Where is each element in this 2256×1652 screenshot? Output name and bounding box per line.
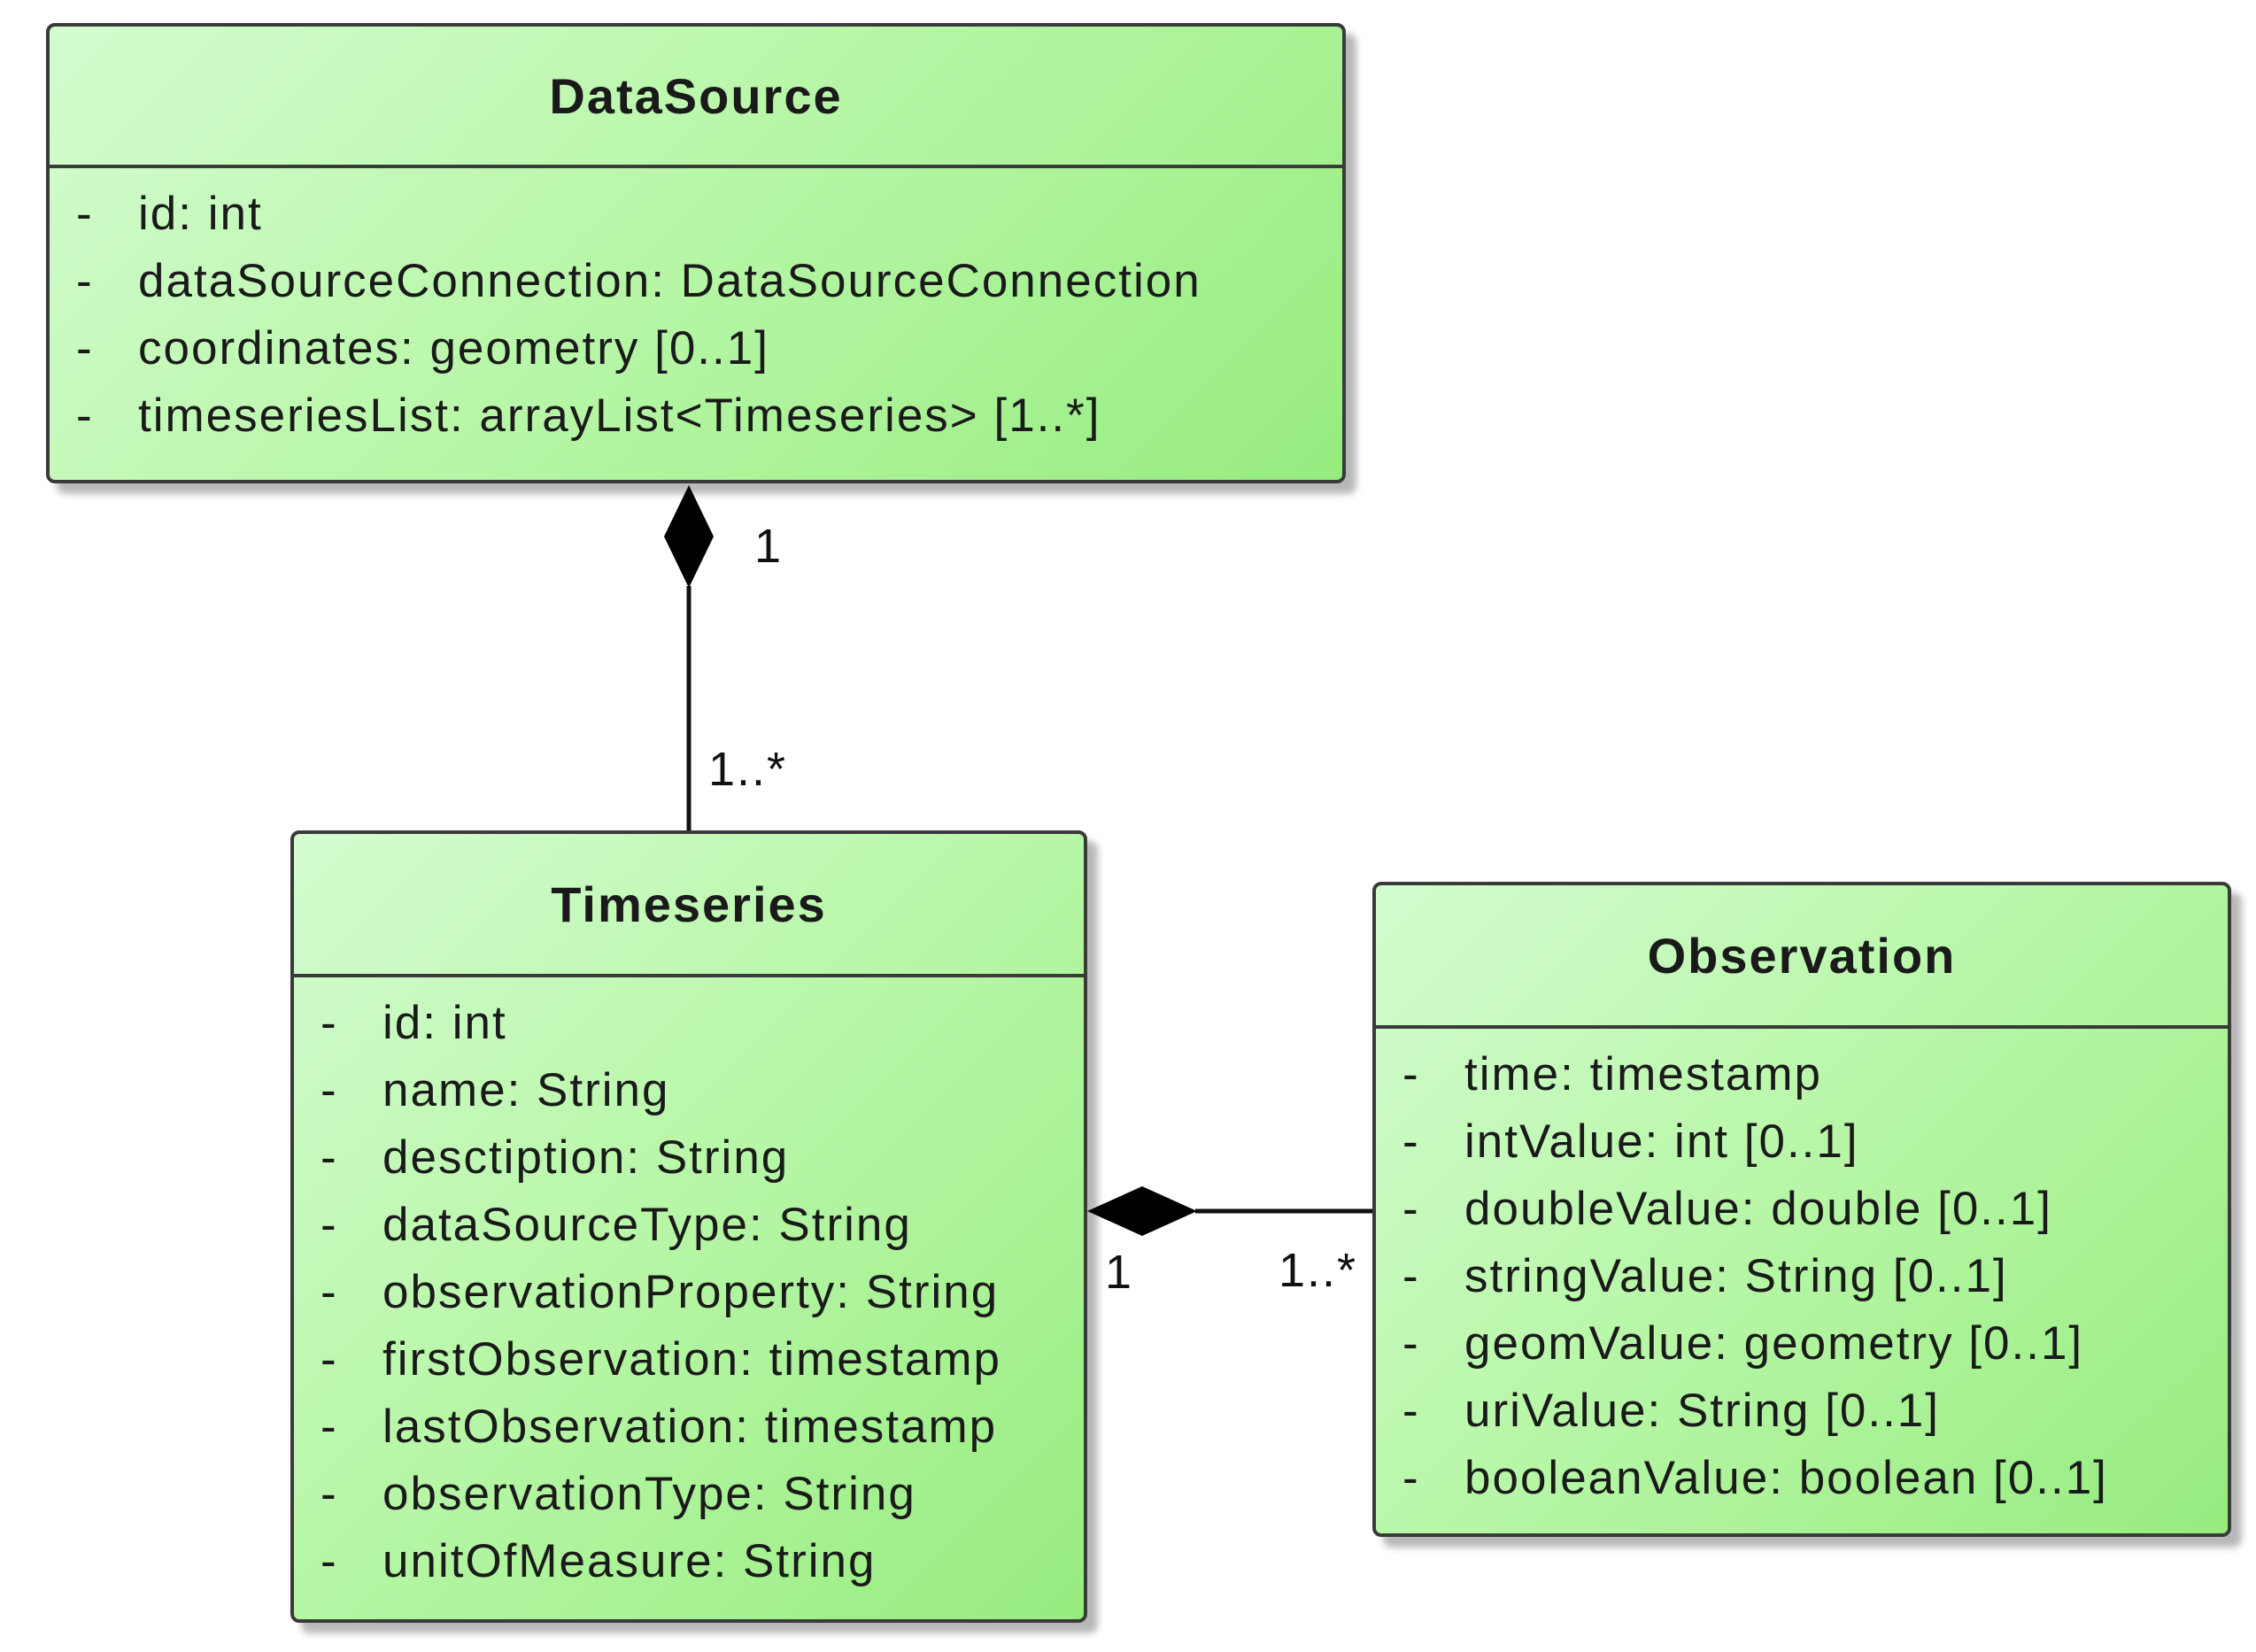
- visibility-marker: -: [1402, 1385, 1420, 1437]
- attribute-row: - uriValue: String [0..1]: [1376, 1378, 2228, 1445]
- attribute-row: - time: timestamp: [1376, 1041, 2228, 1108]
- attribute-row: - desctiption: String: [294, 1124, 1084, 1192]
- attribute-row: - dataSourceType: String: [294, 1192, 1084, 1259]
- visibility-marker: -: [321, 1266, 338, 1318]
- visibility-marker: -: [1402, 1452, 1420, 1504]
- class-timeseries-header: Timeseries: [294, 834, 1084, 977]
- visibility-marker: -: [76, 322, 94, 374]
- attribute-text: desctiption: String: [382, 1131, 790, 1184]
- visibility-marker: -: [321, 1064, 338, 1116]
- attribute-row: - geomValue: geometry [0..1]: [1376, 1310, 2228, 1378]
- attribute-row: - id: int: [294, 990, 1084, 1057]
- class-timeseries[interactable]: Timeseries - id: int - name: String - de…: [290, 830, 1087, 1623]
- class-timeseries-name: Timeseries: [551, 876, 827, 932]
- visibility-marker: -: [76, 188, 94, 240]
- attribute-row: - coordinates: geometry [0..1]: [50, 315, 1342, 382]
- attribute-text: time: timestamp: [1464, 1048, 1823, 1100]
- composition-diamond-timeseries: [1087, 1186, 1197, 1236]
- attribute-row: - doubleValue: double [0..1]: [1376, 1176, 2228, 1243]
- attribute-text: intValue: int [0..1]: [1464, 1115, 1859, 1168]
- attribute-text: unitOfMeasure: String: [382, 1535, 877, 1587]
- class-datasource[interactable]: DataSource - id: int - dataSourceConnect…: [46, 23, 1346, 483]
- class-observation-header: Observation: [1376, 885, 2228, 1029]
- multiplicity-timeseries-composite-end: 1: [1105, 1246, 1134, 1299]
- attribute-row: - unitOfMeasure: String: [294, 1528, 1084, 1595]
- visibility-marker: -: [1402, 1115, 1420, 1168]
- attribute-text: stringValue: String [0..1]: [1464, 1250, 2008, 1302]
- attribute-text: lastObservation: timestamp: [382, 1401, 998, 1453]
- attribute-text: observationType: String: [382, 1468, 916, 1520]
- attribute-row: - observationType: String: [294, 1461, 1084, 1528]
- visibility-marker: -: [76, 255, 94, 307]
- class-datasource-name: DataSource: [549, 67, 843, 124]
- attribute-text: booleanValue: boolean [0..1]: [1464, 1452, 2108, 1504]
- visibility-marker: -: [321, 997, 338, 1049]
- attribute-row: - timeseriesList: arrayList<Timeseries> …: [50, 382, 1342, 450]
- attribute-text: uriValue: String [0..1]: [1464, 1385, 1941, 1437]
- class-timeseries-attributes: - id: int - name: String - desctiption: …: [294, 977, 1084, 1595]
- visibility-marker: -: [321, 1131, 338, 1184]
- attribute-row: - name: String: [294, 1057, 1084, 1124]
- attribute-row: - stringValue: String [0..1]: [1376, 1243, 2228, 1310]
- composition-diamond-datasource: [664, 485, 714, 588]
- visibility-marker: -: [321, 1401, 338, 1453]
- class-observation[interactable]: Observation - time: timestamp - intValue…: [1372, 882, 2231, 1537]
- attribute-row: - lastObservation: timestamp: [294, 1393, 1084, 1461]
- attribute-text: id: int: [138, 188, 263, 240]
- attribute-text: id: int: [382, 997, 507, 1049]
- attribute-text: firstObservation: timestamp: [382, 1333, 1002, 1386]
- attribute-text: observationProperty: String: [382, 1266, 1000, 1318]
- multiplicity-observation-end: 1..*: [1279, 1244, 1358, 1297]
- attribute-row: - intValue: int [0..1]: [1376, 1108, 2228, 1176]
- attribute-row: - dataSourceConnection: DataSourceConnec…: [50, 248, 1342, 315]
- visibility-marker: -: [76, 390, 94, 442]
- attribute-text: dataSourceConnection: DataSourceConnecti…: [138, 255, 1201, 307]
- attribute-text: dataSourceType: String: [382, 1199, 912, 1251]
- attribute-text: name: String: [382, 1064, 670, 1116]
- class-datasource-header: DataSource: [50, 27, 1342, 168]
- attribute-row: - booleanValue: boolean [0..1]: [1376, 1445, 2228, 1512]
- class-observation-name: Observation: [1647, 927, 1957, 984]
- visibility-marker: -: [321, 1535, 338, 1587]
- multiplicity-timeseries-end: 1..*: [708, 743, 788, 796]
- class-observation-attributes: - time: timestamp - intValue: int [0..1]…: [1376, 1029, 2228, 1512]
- visibility-marker: -: [1402, 1317, 1420, 1370]
- visibility-marker: -: [321, 1333, 338, 1386]
- attribute-text: doubleValue: double [0..1]: [1464, 1183, 2052, 1235]
- visibility-marker: -: [321, 1468, 338, 1520]
- class-datasource-attributes: - id: int - dataSourceConnection: DataSo…: [50, 168, 1342, 450]
- attribute-text: geomValue: geometry [0..1]: [1464, 1317, 2084, 1370]
- attribute-row: - observationProperty: String: [294, 1259, 1084, 1326]
- attribute-text: coordinates: geometry [0..1]: [138, 322, 769, 374]
- attribute-text: timeseriesList: arrayList<Timeseries> [1…: [138, 390, 1101, 442]
- attribute-row: - id: int: [50, 181, 1342, 248]
- visibility-marker: -: [1402, 1048, 1420, 1100]
- visibility-marker: -: [1402, 1250, 1420, 1302]
- attribute-row: - firstObservation: timestamp: [294, 1326, 1084, 1393]
- visibility-marker: -: [321, 1199, 338, 1251]
- multiplicity-datasource-end: 1: [754, 520, 784, 573]
- visibility-marker: -: [1402, 1183, 1420, 1235]
